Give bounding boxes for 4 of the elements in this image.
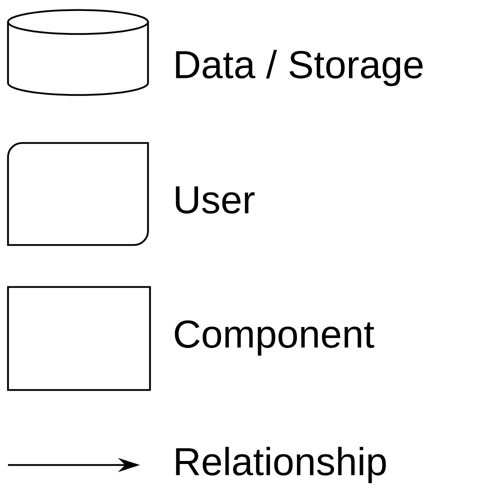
legend-label: Component	[174, 320, 374, 356]
legend-label: User	[176, 186, 255, 214]
legend-label: Data / Storage	[176, 50, 423, 86]
legend-label: Relationship	[176, 446, 386, 484]
